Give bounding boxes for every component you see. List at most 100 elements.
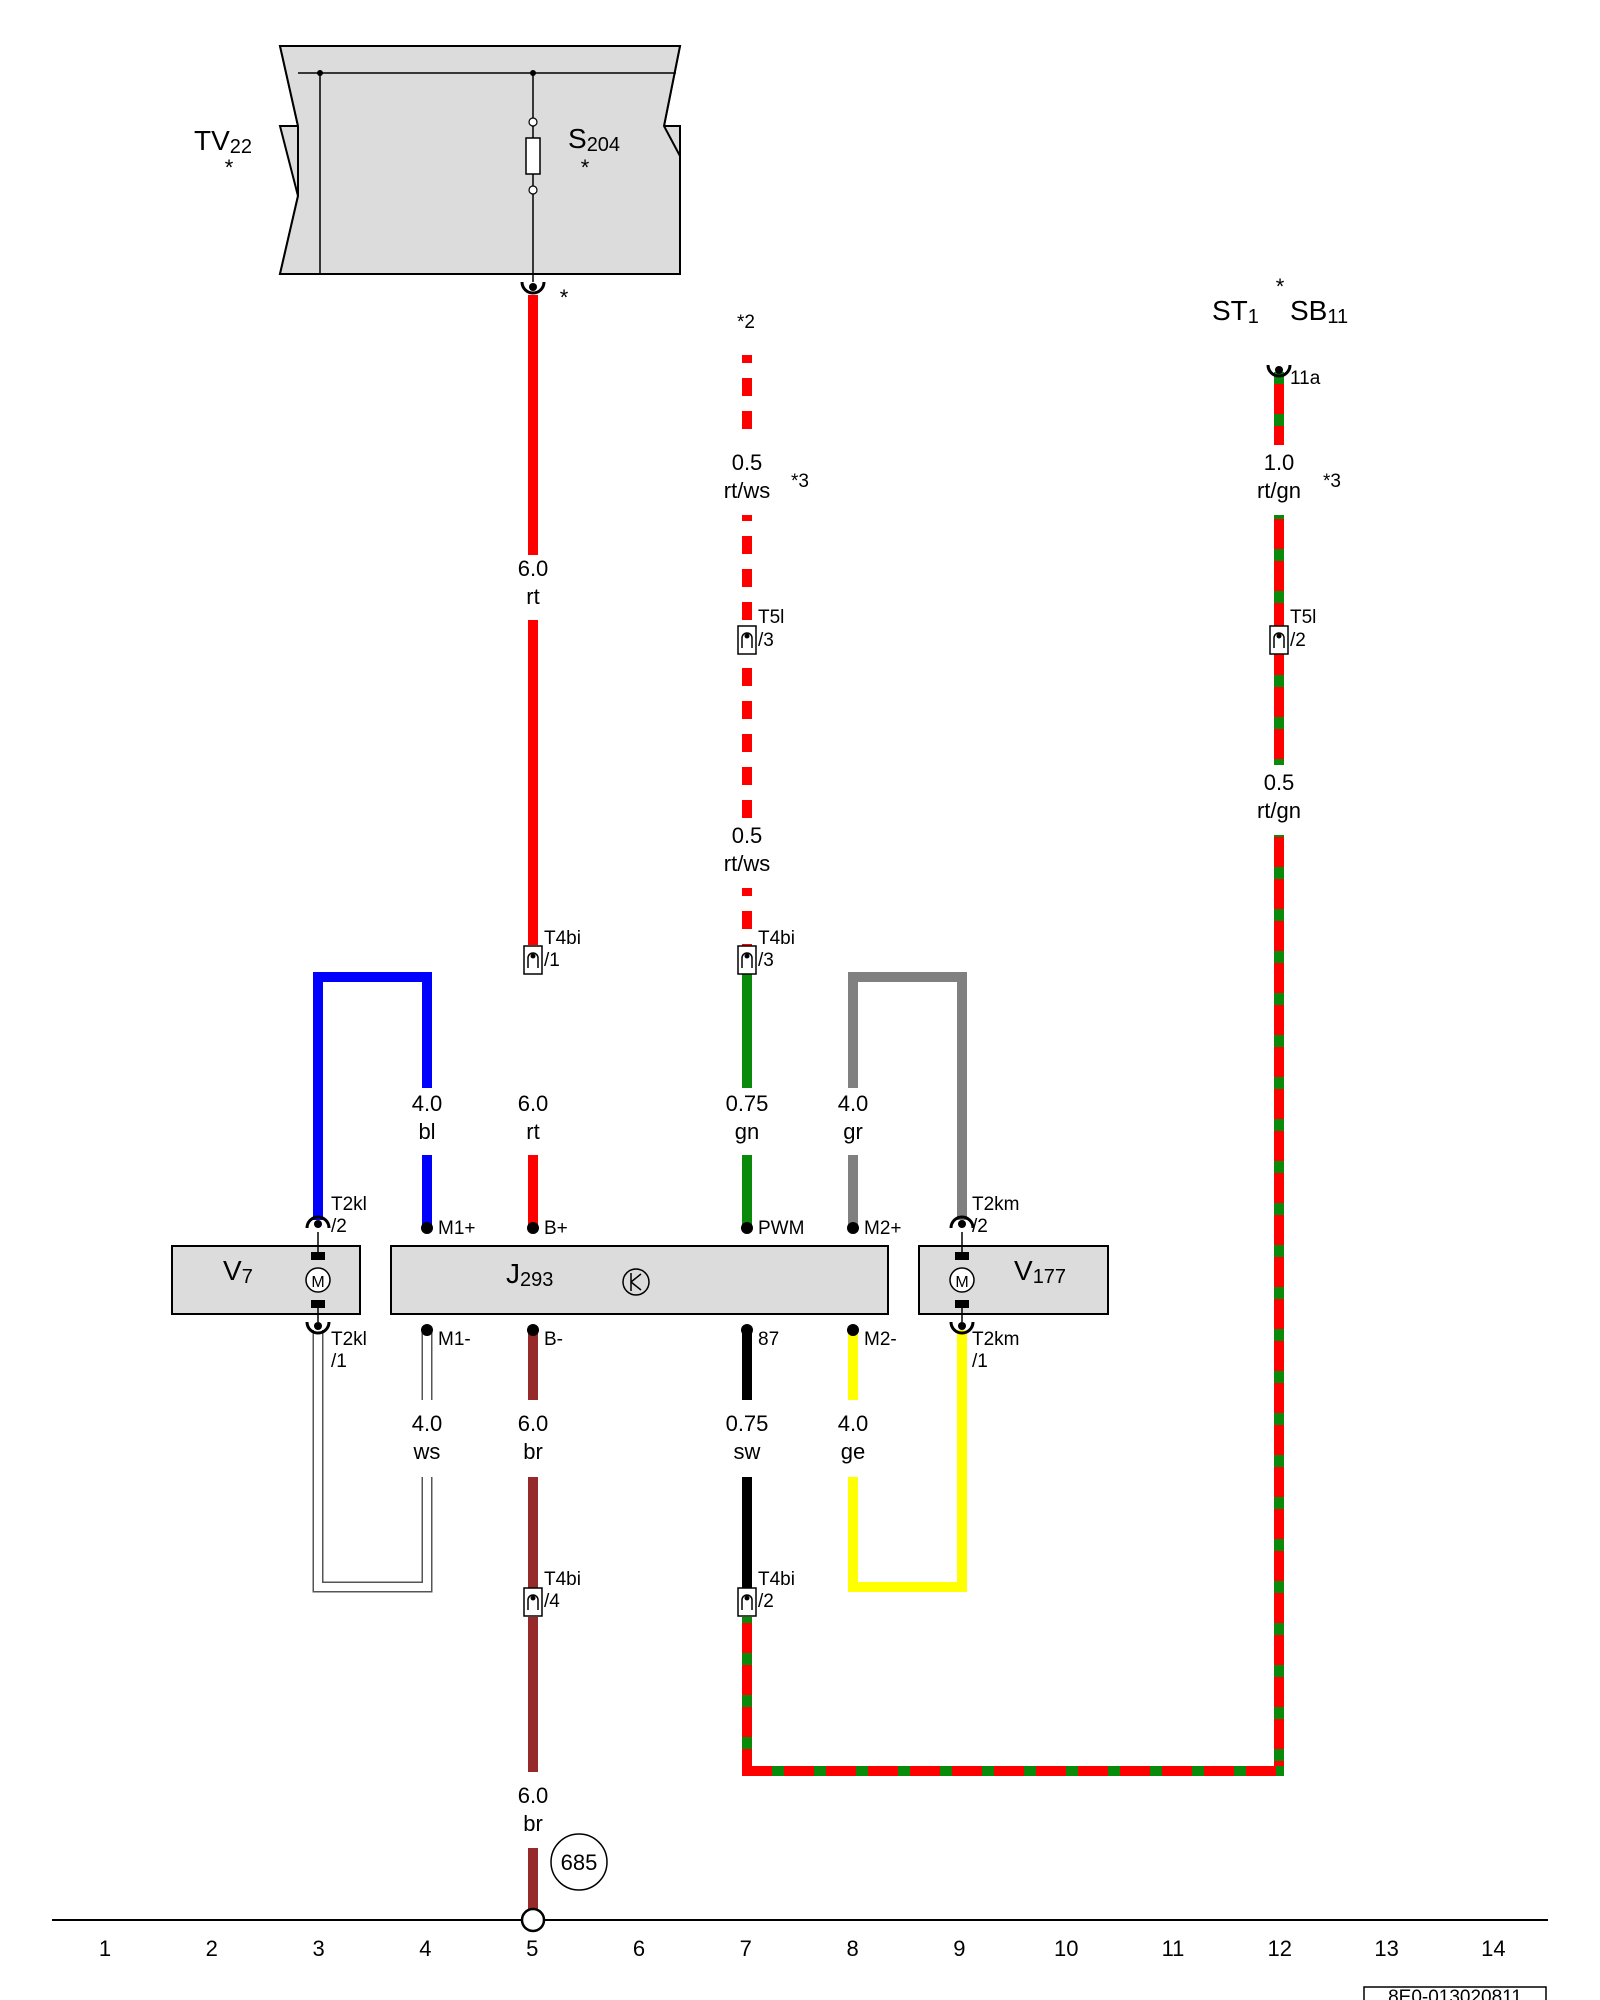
label-w-gn-size: 0.75 <box>726 1091 769 1116</box>
t4bi-4-name: T4bi <box>544 1569 581 1590</box>
label-w-rtgn-2-color: rt/gn <box>1257 798 1301 823</box>
wire-gr <box>848 972 967 1220</box>
t4bi-1-name: T4bi <box>544 928 581 949</box>
st1-label: ST1 <box>1212 295 1259 328</box>
grid-number: 5 <box>526 1936 538 1961</box>
pin-pwm: PWM <box>758 1218 804 1239</box>
wire-labels: 6.0 rt 0.5 rt/ws 0.5 rt/ws 1.0 rt/gn 0.5… <box>412 450 1301 1836</box>
label-w-rtgn-2-size: 0.5 <box>1264 770 1295 795</box>
t4bi-1-pin: /1 <box>544 950 560 971</box>
grid-number: 9 <box>953 1936 965 1961</box>
pin-m1-minus: M1- <box>438 1329 471 1350</box>
label-w-gr-size: 4.0 <box>838 1091 869 1116</box>
t2km-1-pin: /1 <box>972 1351 988 1372</box>
doc-code: 8E0-013020811 <box>1388 1987 1522 2000</box>
wire-bl <box>313 972 432 1220</box>
t2kl-2-name: T2kl <box>331 1194 367 1215</box>
grid-number: 13 <box>1374 1936 1398 1961</box>
s204-label: S204 <box>568 123 620 156</box>
label-w-ws-size: 4.0 <box>412 1411 443 1436</box>
busbar-node <box>317 70 323 76</box>
grid-number: 4 <box>419 1936 431 1961</box>
connector-t4bi-3-icon <box>737 945 757 975</box>
wire-ws-fill <box>314 1330 431 1591</box>
sb11-terminal <box>1266 364 1292 378</box>
doc-code-box <box>1363 1986 1547 2000</box>
grid-number: 14 <box>1481 1936 1505 1961</box>
pin-87: 87 <box>758 1329 779 1350</box>
label-w-br-2-size: 6.0 <box>518 1783 549 1808</box>
v7-label: V7 <box>223 1255 253 1288</box>
t4bi-4-pin: /4 <box>544 1591 560 1612</box>
grid-number: 1 <box>99 1936 111 1961</box>
label-w-rtws-2-color: rt/ws <box>724 851 770 876</box>
svg-text:M: M <box>955 1274 968 1291</box>
rtws-note: *3 <box>791 471 809 492</box>
t2kl-2-terminal <box>305 1215 331 1229</box>
j293-pin-dots <box>421 1222 859 1336</box>
j293-box <box>390 1245 889 1315</box>
label-w-ge-size: 4.0 <box>838 1411 869 1436</box>
t2kl-1-terminal <box>305 1321 331 1335</box>
t2km-2-pin: /2 <box>972 1216 988 1237</box>
t2km-2-name: T2km <box>972 1194 1020 1215</box>
label-w-ws-color: ws <box>413 1439 441 1464</box>
t4bi-3-pin: /3 <box>758 950 774 971</box>
label-w-br-2-color: br <box>523 1811 543 1836</box>
grid-number: 3 <box>312 1936 324 1961</box>
t4bi-2-name: T4bi <box>758 1569 795 1590</box>
connector-t4bi-2-icon <box>737 1587 757 1617</box>
grid-number: 12 <box>1268 1936 1292 1961</box>
label-w-sw-size: 0.75 <box>726 1411 769 1436</box>
connector-t4bi-4-icon <box>523 1587 543 1617</box>
label-w-bl-color: bl <box>418 1119 435 1144</box>
pin-m2-minus: M2- <box>864 1329 897 1350</box>
label-w-rt-bot-color: rt <box>526 1119 539 1144</box>
v7-motor-icon: M <box>305 1232 331 1322</box>
connector-t5l-3-icon <box>737 625 757 655</box>
j293-control-unit-icon <box>622 1268 650 1296</box>
tv22-star: * <box>225 155 234 180</box>
label-w-rtws-2-size: 0.5 <box>732 823 763 848</box>
label-w-rtgn-1-size: 1.0 <box>1264 450 1295 475</box>
t4bi-3-name: T4bi <box>758 928 795 949</box>
grid-number: 11 <box>1162 1936 1185 1961</box>
grid-number: 2 <box>206 1936 218 1961</box>
label-w-rtgn-1-color: rt/gn <box>1257 478 1301 503</box>
label-w-rt-top-color: rt <box>526 584 539 609</box>
v7-box <box>171 1245 361 1315</box>
grid-number: 8 <box>846 1936 858 1961</box>
t5l-3-name: T5l <box>758 607 784 628</box>
sb11-star: * <box>1276 274 1285 299</box>
t5l-2-name: T5l <box>1290 607 1316 628</box>
label-w-bl-size: 4.0 <box>412 1091 443 1116</box>
t2km-2-terminal <box>949 1215 975 1229</box>
connector-t5l-2-icon <box>1269 625 1289 655</box>
ground-ref-label: 685 <box>561 1850 598 1875</box>
tv22-label: TV22 <box>194 125 252 158</box>
label-w-rtws-1-size: 0.5 <box>732 450 763 475</box>
pin-m2-plus: M2+ <box>864 1218 902 1239</box>
fuse-output-star: * <box>560 285 569 310</box>
label-w-gn-color: gn <box>735 1119 759 1144</box>
t2kl-1-pin: /1 <box>331 1351 347 1372</box>
t2km-1-name: T2km <box>972 1329 1020 1350</box>
grid-number: 7 <box>740 1936 752 1961</box>
label-w-rtws-1-color: rt/ws <box>724 478 770 503</box>
fuse-terminal <box>528 117 538 127</box>
grid-number: 10 <box>1054 1936 1078 1961</box>
label-w-sw-color: sw <box>734 1439 761 1464</box>
t2kl-2-pin: /2 <box>331 1216 347 1237</box>
rtws-note-top: *2 <box>737 312 755 333</box>
ground-ref-circle <box>550 1833 608 1891</box>
pin-b-minus: B- <box>544 1329 563 1350</box>
label-w-br-1-color: br <box>523 1439 543 1464</box>
label-w-ge-color: ge <box>841 1439 865 1464</box>
sb11-pin: 11a <box>1290 368 1321 389</box>
t5l-3-pin: /3 <box>758 630 774 651</box>
t5l-2-pin: /2 <box>1290 630 1306 651</box>
t4bi-2-pin: /2 <box>758 1591 774 1612</box>
rtgn-note: *3 <box>1323 471 1341 492</box>
